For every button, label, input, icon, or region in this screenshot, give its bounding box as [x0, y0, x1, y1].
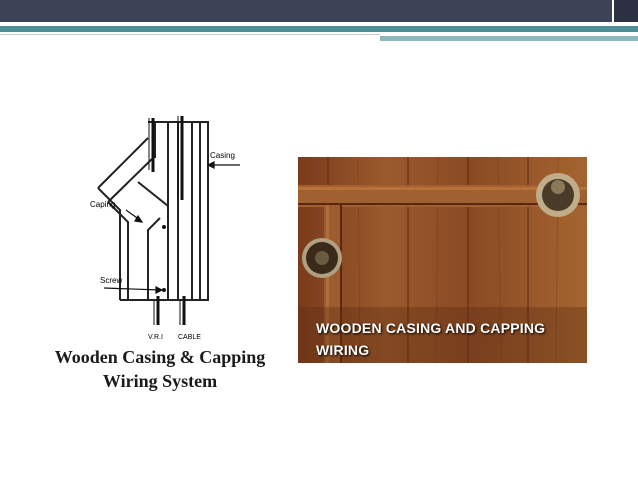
label-casing: Casing	[210, 151, 235, 160]
photo-caption: WOODEN CASING AND CAPPING WIRING	[316, 317, 576, 361]
wooden-casing-photo: WOODEN CASING AND CAPPING WIRING	[298, 157, 587, 363]
label-capping: Caping	[90, 200, 115, 209]
header-corner	[612, 0, 638, 22]
label-vri: V.R.I	[148, 334, 163, 341]
casing-capping-diagram: Casing Caping Screw V.R.I CABLE	[90, 116, 240, 341]
photo-caption-line1: WOODEN CASING AND CAPPING	[316, 320, 546, 336]
label-screw: Screw	[100, 276, 122, 285]
diagram-caption-line2: Wiring System	[102, 371, 218, 391]
screw-dot	[162, 225, 166, 229]
diagram-caption-line1: Wooden Casing & Capping	[54, 347, 266, 367]
accent-stripe-short	[380, 36, 638, 41]
header-bar	[0, 0, 638, 22]
label-cable: CABLE	[178, 334, 201, 341]
accent-line	[0, 34, 380, 35]
screw-dot	[162, 288, 166, 292]
accent-stripe	[0, 26, 638, 32]
photo-caption-line2: WIRING	[316, 342, 370, 358]
